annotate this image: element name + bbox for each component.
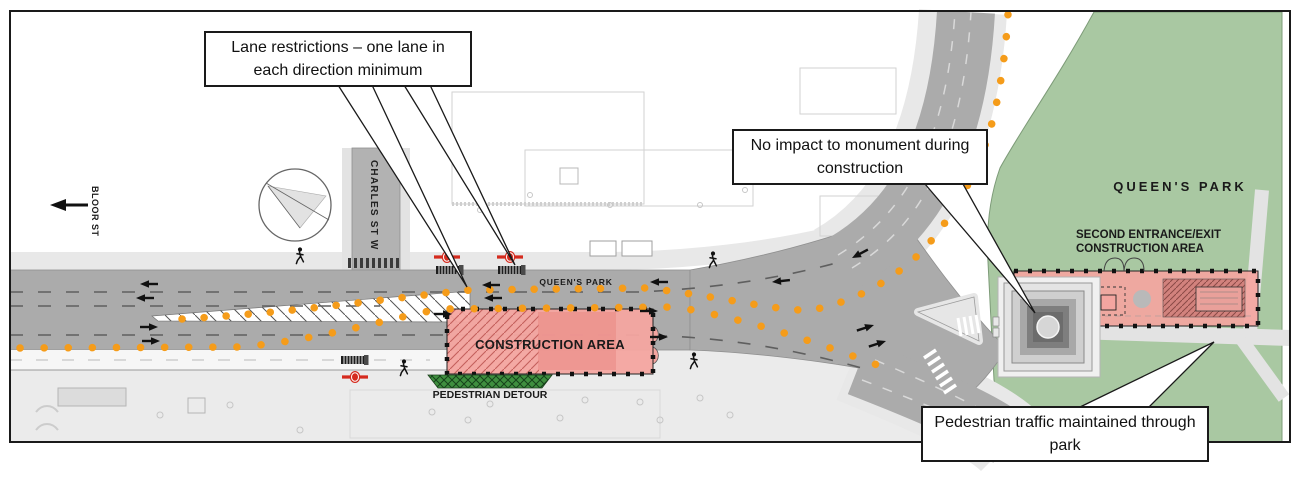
callout-no-impact-monument: No impact to monument during constructio… bbox=[732, 129, 988, 186]
callout-lane-restrictions: Lane restrictions – one lane in each dir… bbox=[204, 31, 472, 88]
bloor-street-label: BLOOR ST bbox=[90, 186, 100, 237]
second-entrance-line2: CONSTRUCTION AREA bbox=[1076, 242, 1204, 255]
charles-crosswalk bbox=[348, 258, 399, 268]
closed-lanes bbox=[10, 350, 448, 371]
construction-fence bbox=[1011, 268, 1261, 329]
landmark-circle bbox=[258, 168, 332, 242]
pedestrian-detour-label: PEDESTRIAN DETOUR bbox=[432, 389, 548, 401]
second-entrance-line1: SECOND ENTRANCE/EXIT bbox=[1076, 229, 1222, 241]
bloor-street-arrow-icon bbox=[50, 199, 88, 211]
subway-stairs-icon bbox=[340, 354, 369, 366]
monument bbox=[992, 276, 1101, 378]
construction-area-zone bbox=[444, 306, 659, 377]
map-border bbox=[9, 10, 1291, 443]
second-entrance-label: SECOND ENTRANCE/EXIT CONSTRUCTION AREA bbox=[1076, 229, 1221, 257]
pedestrian-detour-zone bbox=[427, 374, 553, 389]
charles-street-label: CHARLES ST W bbox=[368, 160, 379, 251]
queens-park-street-label: QUEEN'S PARK bbox=[539, 277, 613, 287]
subway-stairs-icon bbox=[497, 264, 526, 276]
construction-area-label: CONSTRUCTION AREA bbox=[475, 337, 625, 352]
park-gate bbox=[1103, 257, 1145, 272]
callout-pedestrian-traffic: Pedestrian traffic maintained through pa… bbox=[921, 406, 1209, 463]
crosswalks bbox=[923, 314, 981, 395]
construction-fence bbox=[444, 306, 656, 377]
park-path bbox=[1236, 336, 1290, 402]
queens-park-label: QUEEN'S PARK bbox=[1113, 179, 1247, 194]
construction-barrel-lines bbox=[16, 10, 1012, 370]
callout-leaders bbox=[336, 84, 1215, 409]
